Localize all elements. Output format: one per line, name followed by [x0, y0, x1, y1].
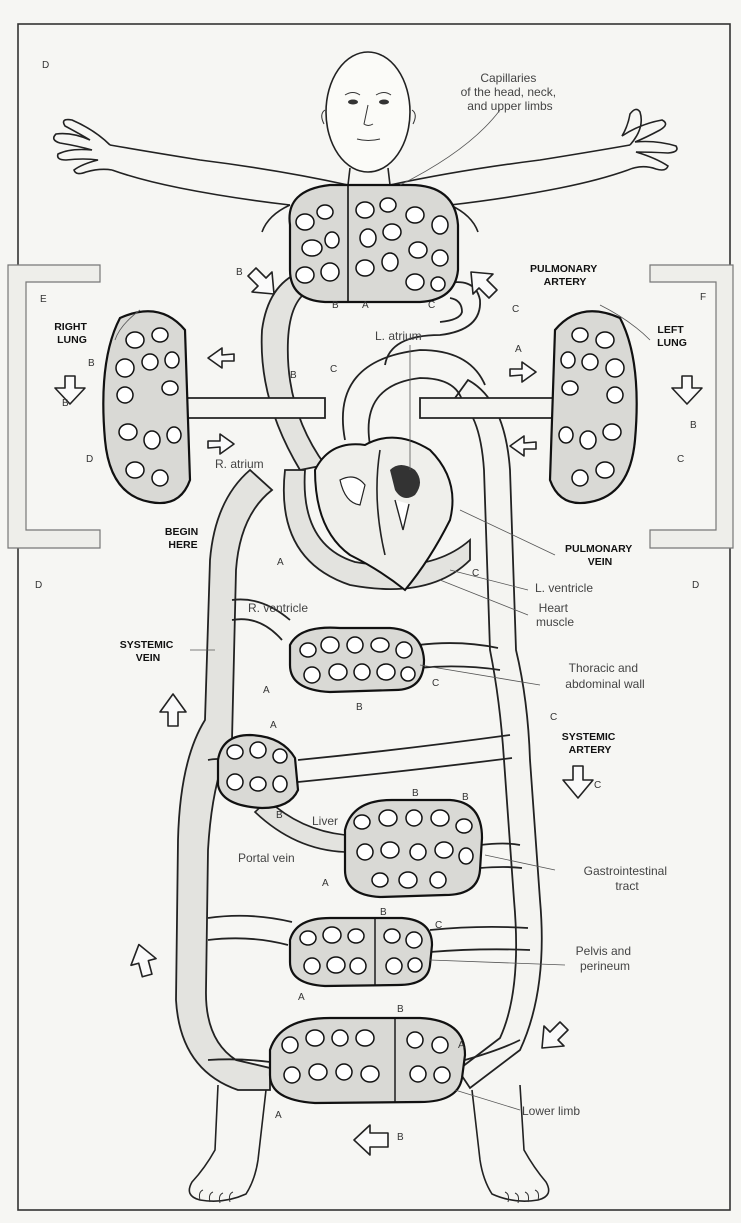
label-l-atrium: L. atrium [375, 329, 422, 343]
label-l-ventricle: L. ventricle [535, 581, 593, 595]
liver [218, 735, 298, 808]
svg-text:A: A [298, 992, 305, 1003]
svg-text:A: A [270, 720, 277, 731]
svg-text:D: D [86, 454, 93, 465]
label-begin-here: BEGIN HERE [165, 526, 201, 551]
svg-text:D: D [42, 60, 49, 71]
svg-text:F: F [700, 292, 706, 303]
label-r-ventricle: R. ventricle [248, 601, 308, 615]
label-r-atrium: R. atrium [215, 457, 264, 471]
label-heart-muscle: Heart muscle [536, 601, 574, 629]
svg-text:B: B [356, 702, 363, 713]
head [326, 52, 410, 172]
capillary-bed-thoracic-wall [290, 628, 424, 692]
svg-text:C: C [428, 300, 435, 311]
svg-text:C: C [550, 712, 557, 723]
label-left-lung: LEFT LUNG [657, 324, 687, 349]
right-lung [103, 311, 190, 503]
label-pelvis: Pelvis and perineum [576, 944, 635, 973]
capillary-bed-lower-limb [270, 1018, 465, 1103]
svg-text:B: B [397, 1132, 404, 1143]
svg-text:A: A [515, 344, 522, 355]
svg-text:D: D [35, 580, 42, 591]
svg-text:B: B [380, 907, 387, 918]
svg-text:B: B [690, 420, 697, 431]
svg-text:D: D [692, 580, 699, 591]
svg-text:B: B [332, 300, 339, 311]
svg-text:A: A [322, 878, 329, 889]
svg-text:B: B [462, 792, 469, 803]
svg-text:C: C [677, 454, 684, 465]
svg-text:A: A [458, 1040, 465, 1051]
capillary-bed-gi-tract [345, 800, 482, 897]
left-lung [550, 311, 637, 503]
svg-text:C: C [435, 920, 442, 931]
svg-text:E: E [40, 294, 47, 305]
capillary-bed-pelvis [290, 918, 432, 986]
label-lower-limb: Lower limb [522, 1104, 580, 1118]
svg-text:A: A [362, 300, 369, 311]
svg-text:B: B [397, 1004, 404, 1015]
svg-text:A: A [277, 557, 284, 568]
svg-text:C: C [432, 678, 439, 689]
svg-text:B: B [276, 810, 283, 821]
svg-text:B: B [290, 370, 297, 381]
svg-text:B: B [236, 267, 243, 278]
label-liver: Liver [312, 814, 338, 828]
capillary-bed-head [290, 185, 459, 302]
svg-text:A: A [263, 685, 270, 696]
svg-text:B: B [412, 788, 419, 799]
svg-text:C: C [330, 364, 337, 375]
svg-text:C: C [472, 568, 479, 579]
svg-text:B: B [62, 398, 69, 409]
label-right-lung: RIGHT LUNG [54, 321, 90, 346]
svg-text:A: A [275, 1110, 282, 1121]
svg-text:C: C [594, 780, 601, 791]
svg-text:C: C [512, 304, 519, 315]
label-portal-vein: Portal vein [238, 851, 295, 865]
svg-text:B: B [88, 358, 95, 369]
label-systemic-artery: SYSTEMIC ARTERY [562, 731, 619, 756]
